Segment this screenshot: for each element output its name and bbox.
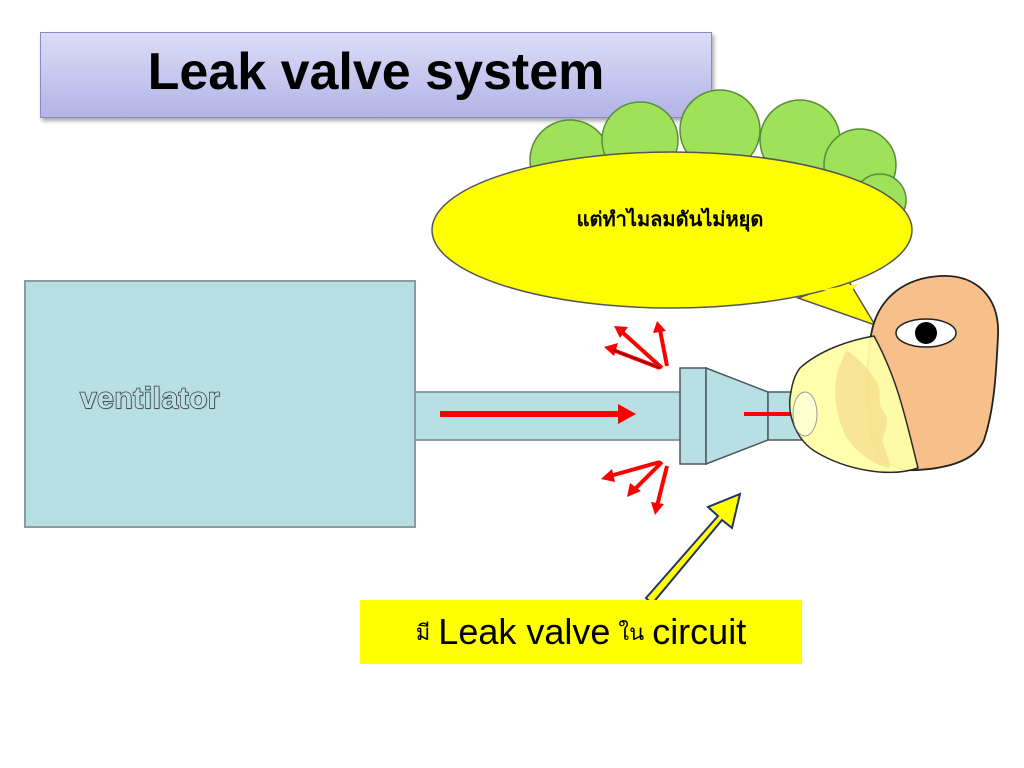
caption-prefix: มี [415, 620, 431, 646]
caption-box: มี Leak valve ใน circuit [360, 600, 802, 664]
speech-bubble-text: แต่ทำไมลมดันไม่หยุด [576, 207, 764, 231]
flow-arrow-head [618, 404, 636, 424]
leak-arrows-icon [601, 321, 669, 515]
pointer-arrow-icon [644, 492, 742, 606]
ventilator-label: ventilator [79, 381, 221, 415]
caption-circuit: circuit [652, 611, 747, 652]
ventilator-box: ventilator [24, 280, 416, 528]
title-banner: Leak valve system [40, 32, 712, 118]
slide-title: Leak valve system [147, 43, 605, 101]
caption-leak-valve: Leak valve [438, 611, 611, 652]
speech-bubble-icon [431, 151, 913, 327]
caption-mid: ใน [618, 620, 645, 646]
mask-icon [788, 335, 919, 474]
